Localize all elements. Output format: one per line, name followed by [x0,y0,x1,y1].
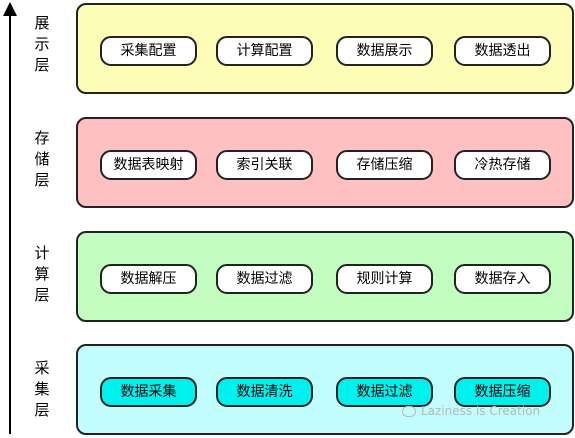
layer-label-char: 存 [34,129,50,147]
axis-arrowhead-icon [3,2,17,16]
module-data-compress[interactable]: 数据压缩 [454,377,551,407]
module-index-association[interactable]: 索引关联 [216,150,313,180]
layer-label-char: 层 [34,171,50,189]
layer-label-char: 层 [34,401,50,419]
wechat-icon [402,406,416,417]
module-collect-config[interactable]: 采集配置 [100,36,197,66]
layer-label-char: 采 [34,359,50,377]
module-table-mapping[interactable]: 数据表映射 [100,150,197,180]
module-storage-compression[interactable]: 存储压缩 [336,150,433,180]
watermark-text: Laziness is Creation [421,404,541,418]
module-hot-cold-storage[interactable]: 冷热存储 [454,150,551,180]
module-data-decompress[interactable]: 数据解压 [100,264,197,294]
watermark: Laziness is Creation [402,404,540,418]
module-data-clean[interactable]: 数据清洗 [216,377,313,407]
layer-label-display: 展 示 层 [28,13,56,76]
module-data-store[interactable]: 数据存入 [454,264,551,294]
layer-label-char: 层 [34,56,50,74]
layer-label-char: 储 [34,150,50,168]
layer-label-collect: 采 集 层 [28,358,56,421]
module-compute-config[interactable]: 计算配置 [216,36,313,66]
layer-label-char: 示 [34,35,50,53]
layer-label-char: 层 [34,286,50,304]
layer-label-char: 算 [34,265,50,283]
layer-label-char: 展 [34,14,50,32]
layer-label-char: 计 [34,244,50,262]
layer-label-char: 集 [34,380,50,398]
module-data-filter[interactable]: 数据过滤 [216,264,313,294]
module-data-export[interactable]: 数据透出 [454,36,551,66]
layer-label-storage: 存 储 层 [28,128,56,191]
layer-collect: 数据采集 数据清洗 数据过滤 数据压缩 [76,344,574,435]
layer-label-compute: 计 算 层 [28,243,56,306]
module-data-filter[interactable]: 数据过滤 [336,377,433,407]
layer-compute: 数据解压 数据过滤 规则计算 数据存入 [76,231,574,322]
vertical-axis-line [9,14,11,434]
layer-display: 采集配置 计算配置 数据展示 数据透出 [76,3,574,94]
layer-storage: 数据表映射 索引关联 存储压缩 冷热存储 [76,117,574,208]
module-data-collect[interactable]: 数据采集 [100,377,197,407]
module-rule-compute[interactable]: 规则计算 [336,264,433,294]
module-data-display[interactable]: 数据展示 [336,36,433,66]
